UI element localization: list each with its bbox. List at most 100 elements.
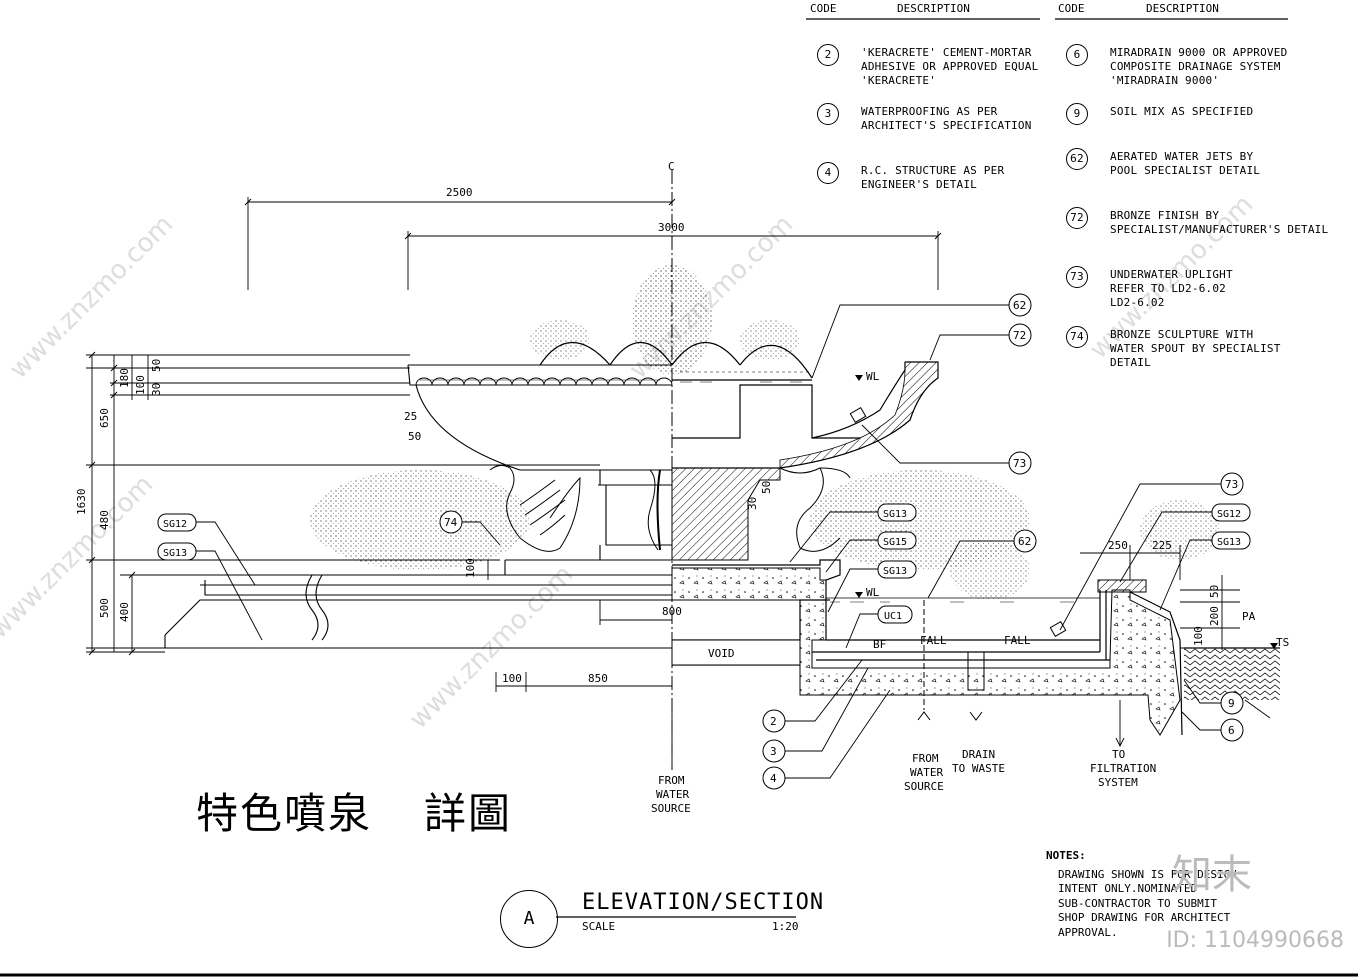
dim-480: 480 [98, 510, 111, 530]
fall-label-2: FALL [1004, 634, 1031, 647]
legend-code: 62 [1066, 148, 1088, 170]
uplight-icons [849, 406, 1067, 638]
dim-200: 200 [1208, 606, 1221, 626]
from-water2-3: SOURCE [904, 780, 944, 793]
flow-arrows [671, 700, 1125, 770]
ts-label: TS [1276, 636, 1289, 649]
dim-50-wall: 50 [1208, 585, 1221, 598]
drain-1: DRAIN [962, 748, 995, 761]
legend-desc: AERATED WATER JETS BY POOL SPECIALIST DE… [1110, 150, 1261, 177]
tag-sg13c: SG13 [883, 566, 907, 577]
title-rules [0, 916, 1358, 977]
dim-1630: 1630 [75, 489, 88, 516]
pedestal-section [671, 467, 781, 561]
legend-desc: 'KERACRETE' CEMENT-MORTAR ADHESIVE OR AP… [861, 46, 1039, 87]
callout-circles [439, 293, 1244, 790]
water-spray [310, 265, 1220, 600]
coping-section [1097, 579, 1147, 593]
notes-block: NOTES: DRAWING SHOWN IS FOR DESIGN INTEN… [1046, 849, 1237, 940]
tag-sg13d: SG13 [1217, 537, 1241, 548]
from-water-3: SOURCE [651, 802, 691, 815]
legend-code: 4 [817, 162, 839, 184]
dim-2500: 2500 [446, 186, 473, 199]
dim-25: 25 [404, 410, 417, 423]
dim-500: 500 [98, 598, 111, 618]
soil-mix [1184, 648, 1280, 700]
watermark-brand: 知末 [1172, 852, 1252, 898]
legend-desc: MIRADRAIN 9000 OR APPROVED COMPOSITE DRA… [1110, 46, 1288, 87]
upper-bowl-elevation [407, 364, 672, 560]
centerline-label: C [668, 160, 675, 173]
dim-50-stem: 50 [760, 481, 773, 494]
svg-text:www.znzmo.com: www.znzmo.com [404, 560, 579, 735]
legend-desc: UNDERWATER UPLIGHT REFER TO LD2-6.02 LD2… [1110, 268, 1233, 309]
bf-label: BF [873, 638, 886, 651]
tag-sg13a: SG13 [163, 548, 187, 559]
callout-9: 9 [1228, 697, 1235, 710]
dim-50: 50 [150, 359, 163, 372]
tag-sg15: SG15 [883, 537, 907, 548]
from-water-2: WATER [656, 788, 689, 801]
leader-lines [196, 304, 1271, 779]
dim-30-stem: 30 [746, 497, 759, 510]
tag-uc1: UC1 [884, 611, 902, 622]
drain-2: TO WASTE [952, 762, 1005, 775]
water-jets-arcs [539, 341, 813, 379]
dim-top [244, 197, 942, 290]
dim-400: 400 [118, 602, 131, 622]
callout-2: 2 [770, 715, 777, 728]
material-tags [157, 503, 1251, 624]
legend-header-desc-right: DESCRIPTION [1146, 2, 1219, 15]
callout-6: 6 [1228, 724, 1235, 737]
dim-100: 100 [134, 375, 147, 395]
legend-header-code-left: CODE [810, 2, 837, 15]
dim-3000: 3000 [658, 221, 685, 234]
callout-73a: 73 [1013, 457, 1026, 470]
void-box [671, 639, 801, 666]
legend-desc: BRONZE FINISH BY SPECIALIST/MANUFACTURER… [1110, 209, 1329, 236]
tag-sg12b: SG12 [1217, 509, 1241, 520]
dim-30: 30 [150, 383, 163, 396]
dim-225: 225 [1152, 539, 1172, 552]
callout-numbers: 62 72 73 74 62 73 2 3 4 9 6 [444, 299, 1238, 785]
callout-62b: 62 [1018, 535, 1031, 548]
tag-sg12a: SG12 [163, 519, 187, 530]
legend-desc: SOIL MIX AS SPECIFIED [1110, 105, 1254, 118]
dim-right [1080, 545, 1240, 650]
wl-label-2: WL [866, 586, 880, 599]
flow-labels: FROM WATER SOURCE FROM WATER SOURCE DRAI… [651, 748, 1156, 815]
dim-250: 250 [1108, 539, 1128, 552]
bowl-scallops [415, 377, 673, 386]
wl-label-1: WL [866, 370, 880, 383]
notes-heading: NOTES: [1046, 849, 1086, 862]
svg-text:www.znzmo.com: www.znzmo.com [4, 210, 179, 385]
material-tag-text: SG12 SG13 SG13 SG15 SG13 UC1 SG12 SG13 [163, 509, 1241, 622]
swan-section [779, 467, 851, 552]
drain-pipe [917, 600, 985, 721]
swan-sculpture [489, 464, 661, 552]
legend-header-desc-left: DESCRIPTION [897, 2, 970, 15]
legend-desc: R.C. STRUCTURE AS PER ENGINEER'S DETAIL [861, 164, 1005, 191]
legend-code: 74 [1066, 326, 1088, 348]
legend-code: 73 [1066, 266, 1088, 288]
callout-3: 3 [770, 745, 777, 758]
callout-72: 72 [1013, 329, 1026, 342]
callout-73b: 73 [1225, 478, 1238, 491]
watermark-id: ID: 1104990668 [1166, 928, 1344, 953]
dim-850: 850 [588, 672, 608, 685]
wl-markers [855, 375, 1278, 649]
legend-code: 3 [817, 103, 839, 125]
void-label: VOID [708, 647, 735, 660]
dim-800: 800 [662, 605, 682, 618]
dim-100-ped: 100 [464, 558, 477, 578]
filt-3: SYSTEM [1098, 776, 1138, 789]
dim-180: 180 [118, 368, 131, 388]
dim-100-base: 100 [502, 672, 522, 685]
pa-label: PA [1242, 610, 1256, 623]
filt-2: FILTRATION [1090, 762, 1156, 775]
callout-74: 74 [444, 516, 458, 529]
dim-100-wall: 100 [1192, 626, 1205, 646]
legend-code: 6 [1066, 44, 1088, 66]
legend-code: 9 [1066, 103, 1088, 125]
